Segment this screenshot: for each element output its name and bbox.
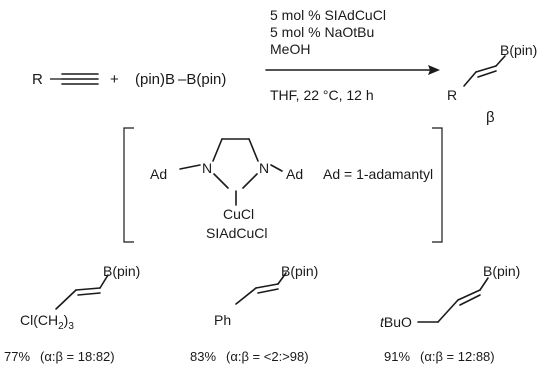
example-2-boron: B(pin) [281, 263, 318, 279]
example-1-selectivity: (α:β = 18:82) [40, 349, 115, 364]
catalyst-left-bracket [123, 127, 134, 243]
nhc-ring [179, 138, 283, 206]
example-1-substituent: Cl(CH2)3 [20, 312, 74, 332]
example-1-yield: 77% [4, 349, 30, 364]
condition-base: 5 mol % NaOtBu [270, 24, 374, 40]
example-1-boron: B(pin) [103, 263, 140, 279]
diboron-reagent: (pin)B –B(pin) [135, 71, 226, 88]
example-3-selectivity: (α:β = 12:88) [420, 349, 495, 364]
product-beta-label: β [486, 109, 495, 126]
example-1-skeleton [55, 274, 109, 310]
catalyst-n-left: N [202, 160, 212, 176]
example-2-substituent: Ph [214, 312, 231, 328]
catalyst-n-right: N [259, 160, 269, 176]
example-3-yield: 91% [384, 349, 410, 364]
example-2-skeleton [235, 272, 287, 305]
example-3-skeleton [417, 277, 489, 323]
alkyne-bond [50, 73, 99, 85]
adamantyl-definition: Ad = 1-adamantyl [323, 166, 433, 182]
reactant-r-label: R [32, 71, 43, 88]
catalyst-cucl: CuCl [223, 206, 254, 222]
reaction-arrow [265, 65, 440, 75]
example-3-substituent: tBuO [380, 314, 412, 330]
catalyst-right-bracket [432, 127, 443, 243]
condition-additive: MeOH [270, 41, 310, 57]
catalyst-name: SIAdCuCl [206, 225, 267, 241]
condition-catalyst: 5 mol % SIAdCuCl [270, 7, 386, 23]
product-r-label: R [447, 87, 457, 103]
example-2-selectivity: (α:β = <2:>98) [226, 349, 309, 364]
example-2-yield: 83% [190, 349, 216, 364]
catalyst-ad-left: Ad [150, 166, 167, 182]
product-boron-label: B(pin) [500, 42, 537, 58]
condition-solvent-temp-time: THF, 22 °C, 12 h [270, 87, 374, 103]
catalyst-ad-right: Ad [286, 166, 303, 182]
product-skeleton [463, 55, 506, 87]
plus-sign: + [110, 71, 119, 88]
example-3-boron: B(pin) [483, 263, 520, 279]
